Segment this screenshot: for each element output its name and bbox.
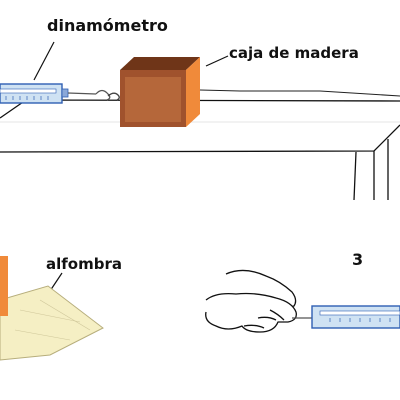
hand-icon (205, 269, 297, 333)
label-dinamometro: dinamómetro (47, 16, 168, 35)
dynamometer-bottom (292, 305, 400, 329)
dynamometer-top (0, 83, 120, 104)
wooden-box (120, 57, 200, 127)
pointer-dinamometro (33, 41, 55, 81)
pointer-caja (205, 55, 229, 67)
string-line (199, 89, 400, 97)
wooden-box-small (0, 256, 8, 316)
table (0, 99, 400, 201)
label-caja-de-madera: caja de madera (229, 44, 359, 62)
carpet (0, 285, 104, 361)
label-alfombra: alfombra (46, 255, 122, 273)
figure-number: 3 (352, 250, 364, 269)
